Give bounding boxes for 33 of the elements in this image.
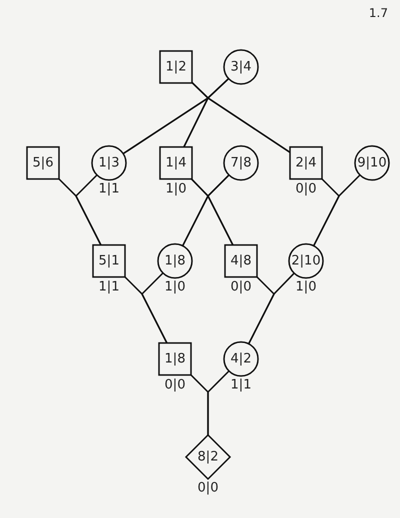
score-label: 1|1 (230, 378, 252, 392)
pedigree-line (207, 174, 234, 246)
score-label: 0|0 (230, 280, 252, 294)
genotype-label: 4|8 (230, 254, 252, 268)
pedigree-line (141, 272, 168, 344)
genotype-label: 5|6 (32, 156, 54, 170)
score-label: 0|0 (198, 480, 218, 496)
genotype-label: 1|8 (164, 352, 186, 366)
genotype-label: 2|4 (296, 156, 316, 170)
genotype-label: 2|10 (291, 254, 321, 268)
genotype-label: 4|2 (230, 352, 252, 366)
genotype-label: 3|4 (230, 60, 252, 74)
genotype-label: 7|8 (230, 156, 252, 170)
score-label: 1|0 (166, 182, 186, 196)
pedigree-line (206, 78, 290, 154)
genotype-label: 9|10 (357, 156, 387, 170)
score-label: 1|1 (98, 182, 120, 196)
genotype-label: 1|4 (166, 156, 186, 170)
pedigree-line (248, 272, 295, 344)
page-number: 1.7 (368, 6, 388, 20)
score-label: 1|0 (164, 280, 186, 294)
score-label: 1|1 (98, 280, 120, 294)
genotype-label: 1|3 (98, 156, 120, 170)
score-label: 1|0 (296, 280, 316, 294)
genotype-label: 5|1 (98, 254, 120, 268)
pedigree-line (207, 370, 230, 435)
genotype-label: 1|2 (166, 60, 186, 74)
genotype-label: 1|8 (164, 254, 186, 268)
genotype-label: 8|2 (198, 450, 218, 464)
score-label: 0|0 (296, 182, 316, 196)
pedigree-line (75, 174, 102, 246)
pedigree-line (313, 174, 361, 246)
score-label: 0|0 (164, 378, 186, 392)
